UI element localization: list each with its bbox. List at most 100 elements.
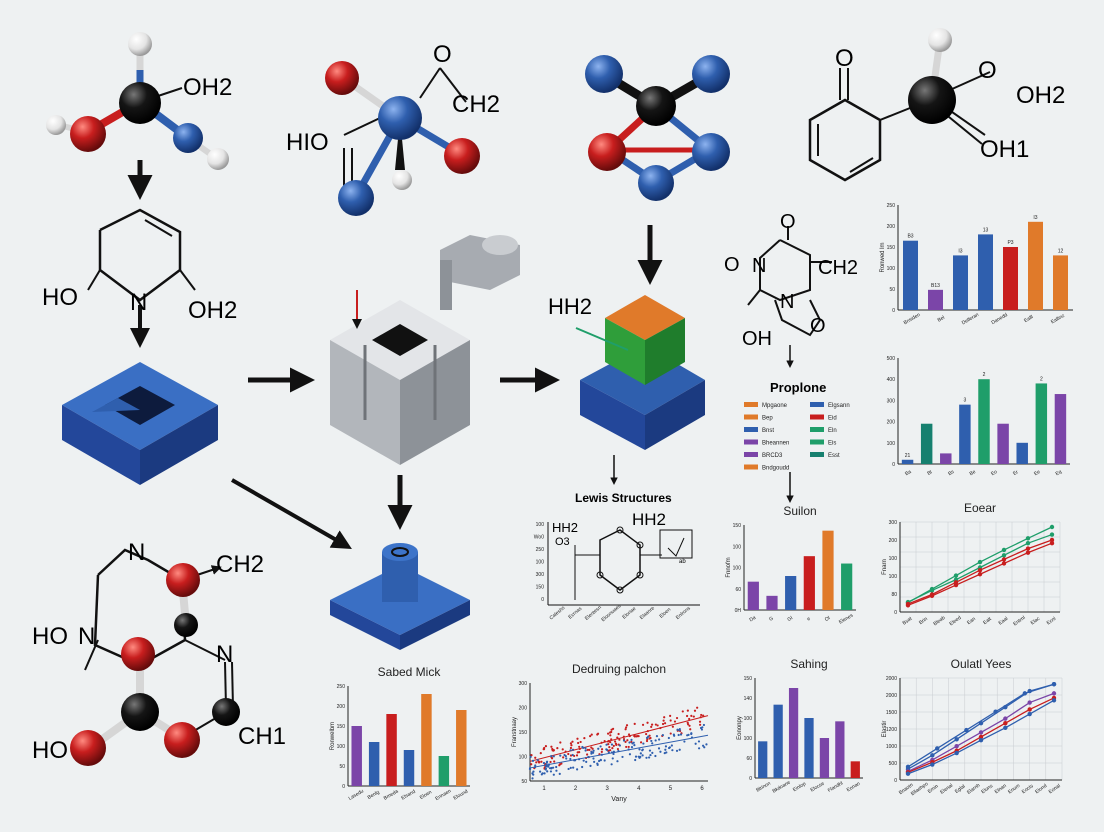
data-point xyxy=(1003,721,1008,726)
category-label: Ean xyxy=(966,616,977,626)
legend-swatch xyxy=(810,414,824,420)
tick-label: 0 xyxy=(892,308,895,314)
scatter-point xyxy=(672,733,675,736)
bar xyxy=(978,234,993,310)
scatter-point xyxy=(584,749,587,752)
scatter-point xyxy=(592,751,595,754)
scatter-point xyxy=(534,756,537,759)
scatter-point xyxy=(673,720,677,723)
data-point xyxy=(1001,557,1007,562)
bar xyxy=(920,423,933,464)
oxygen-atom xyxy=(588,133,626,171)
data-point xyxy=(1051,682,1057,687)
bar xyxy=(940,453,952,464)
scatter-point xyxy=(535,761,538,764)
bar xyxy=(1054,394,1067,464)
scatter-point xyxy=(696,706,699,709)
scatter-point xyxy=(667,736,670,740)
trend-line xyxy=(529,715,709,762)
legend-swatch xyxy=(744,452,758,457)
tick-label: 4 xyxy=(637,786,641,792)
bar xyxy=(456,710,467,786)
scatter-point xyxy=(543,772,546,775)
legend-swatch xyxy=(744,414,758,420)
scatter-point xyxy=(624,728,627,731)
scatter-point xyxy=(670,744,673,747)
scatter-point xyxy=(540,773,543,776)
scatter-point xyxy=(589,735,592,738)
data-point xyxy=(1027,688,1032,694)
scatter-point xyxy=(608,746,611,749)
scatter-point xyxy=(624,740,627,744)
tick-label: 100 xyxy=(519,755,528,761)
scatter-point xyxy=(639,752,642,755)
scatter-point xyxy=(609,741,612,744)
tick-label: 150 xyxy=(519,730,528,736)
oxygen-atom xyxy=(121,637,155,671)
scatter-point xyxy=(586,748,589,751)
arrow xyxy=(231,478,352,549)
hydrogen-atom xyxy=(207,148,229,170)
scatter-point xyxy=(609,734,612,737)
scatter-point xyxy=(669,714,672,718)
hh2-label: HH2 xyxy=(548,294,592,319)
tick-label: 300 xyxy=(887,398,896,404)
category-label: Da xyxy=(749,615,758,624)
category-label: Er xyxy=(1012,469,1020,477)
scatter-point xyxy=(677,733,680,737)
scatter-point xyxy=(702,723,706,727)
bar xyxy=(835,721,845,778)
scatter-point xyxy=(565,757,568,760)
scatter-point xyxy=(608,731,612,734)
scatter-point xyxy=(675,749,679,752)
ring-2-label: N xyxy=(216,641,233,668)
scatter-point xyxy=(531,759,535,762)
scatter-point xyxy=(600,748,604,751)
scatter-point xyxy=(581,765,584,769)
carbon-atom xyxy=(636,86,676,126)
legend-label: Bheannen xyxy=(762,441,789,447)
scatter-point xyxy=(550,755,553,758)
scatter-point xyxy=(597,747,600,750)
oxygen-atom xyxy=(164,722,200,758)
scatter-point xyxy=(669,719,672,722)
data-label: 2 xyxy=(1040,376,1043,382)
scatter-point xyxy=(656,724,659,727)
ring-2-label: N xyxy=(78,623,95,650)
tick-label: 50 xyxy=(889,287,895,293)
scatter-point xyxy=(689,728,692,731)
category-label: Eallinz xyxy=(1050,313,1066,326)
right-ring-label: CH2 xyxy=(818,257,858,279)
scatter-point xyxy=(539,752,542,755)
data-point xyxy=(954,737,959,742)
category-label: Enum xyxy=(1007,783,1021,795)
category-label: Elound xyxy=(453,789,470,802)
hydrogen-atom xyxy=(46,115,66,135)
bar xyxy=(819,738,830,778)
scatter-point xyxy=(630,746,634,749)
scatter-point xyxy=(593,760,596,763)
category-label: Benlg xyxy=(367,789,381,801)
right-ring-label: OH xyxy=(742,328,772,350)
bar xyxy=(959,404,971,464)
chart-title: Oulatl Yees xyxy=(951,657,1012,671)
scatter-point xyxy=(579,740,582,744)
bar xyxy=(766,595,778,610)
nitrogen-atom xyxy=(378,96,422,140)
chart-title: Dedruing palchon xyxy=(572,662,666,676)
tick-label: 150 xyxy=(887,245,896,251)
scatter-point xyxy=(614,742,618,745)
scatter-point xyxy=(616,736,619,739)
scatter-point xyxy=(664,748,667,751)
tick-label: 0H xyxy=(735,608,742,614)
bar xyxy=(997,423,1009,464)
category-label: Bsat xyxy=(902,616,914,627)
scatter-point xyxy=(665,751,668,754)
molecule-1-label: OH2 xyxy=(183,74,232,101)
scatter-point xyxy=(654,754,657,758)
scatter-point xyxy=(678,748,681,751)
scatter-point xyxy=(688,724,691,727)
